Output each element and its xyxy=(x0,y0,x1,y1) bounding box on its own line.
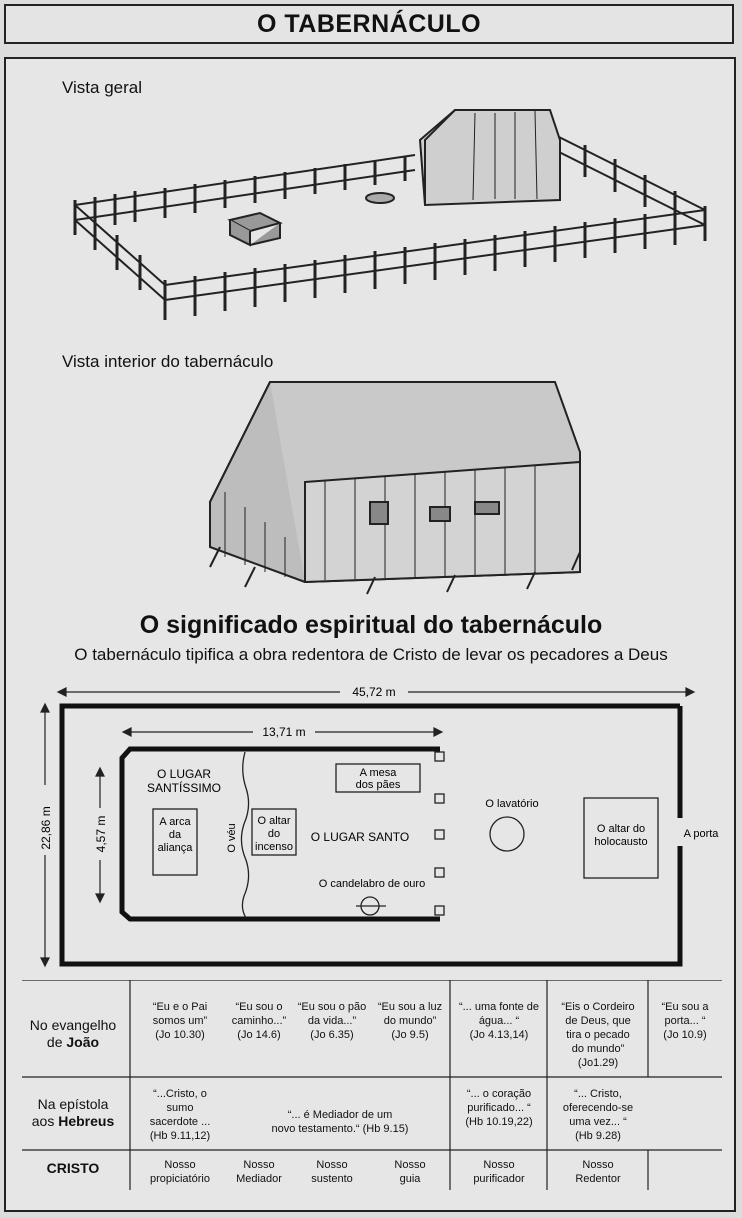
inner-height-label: 4,57 m xyxy=(94,816,108,853)
tent-pegs xyxy=(209,546,581,595)
altar-of-burnt-offering xyxy=(227,211,283,247)
ark-of-covenant xyxy=(152,808,198,876)
vista-geral-label: Vista geral xyxy=(62,78,143,97)
inner-width-label: 13,71 m xyxy=(262,725,305,739)
fence-posts xyxy=(73,145,707,320)
veil-line xyxy=(240,751,250,919)
santissimo-label-2: SANTÍSSIMO xyxy=(147,780,221,795)
holocausto-label-2: holocausto xyxy=(594,836,647,848)
altar-of-burnt-offering-plan xyxy=(583,797,659,879)
lugar-santo-label: O LUGAR SANTO xyxy=(311,830,409,844)
page-title: O TABERNÁCULO xyxy=(4,4,734,44)
width-dimension xyxy=(56,687,696,697)
courtyard-wall xyxy=(59,703,683,967)
tabernacle-outline xyxy=(119,746,440,922)
mesa-label-2: dos pães xyxy=(356,779,401,791)
row-label-hebreus: Na epístola aos Hebreus xyxy=(31,1096,115,1129)
incense-label-3: incenso xyxy=(255,841,293,853)
laver xyxy=(365,192,395,204)
incense-label-2: do xyxy=(268,828,280,840)
laver-symbol xyxy=(489,816,525,852)
width-label: 45,72 m xyxy=(352,685,395,699)
tabernacle-overview-illustration xyxy=(73,109,707,320)
ark-label-2: da xyxy=(169,829,182,841)
tabernacle-interior-illustration xyxy=(208,381,581,595)
significado-title: O significado espiritual do tabernáculo xyxy=(139,611,603,639)
candelabro-label: O candelabro de ouro xyxy=(319,878,425,890)
height-dimension xyxy=(40,702,50,968)
entrance-pillars xyxy=(434,751,445,916)
table-of-showbread xyxy=(335,763,421,793)
mesa-label-1: A mesa xyxy=(360,767,398,779)
ark-label-3: aliança xyxy=(158,842,194,854)
vista-interior-label: Vista interior do tabernáculo xyxy=(62,352,274,371)
holocausto-label-1: O altar do xyxy=(597,823,645,835)
lavatorio-label: O lavatório xyxy=(485,798,538,810)
santissimo-label-1: O LUGAR xyxy=(157,767,211,781)
significado-subtitle: O tabernáculo tipifica a obra redentora … xyxy=(74,645,668,664)
row-label-cristo: CRISTO xyxy=(46,1160,100,1176)
veil-label: O véu xyxy=(226,823,238,852)
tent-structure xyxy=(418,109,561,207)
altar-of-incense xyxy=(251,808,297,856)
incense-label-1: O altar xyxy=(257,815,290,827)
row-label-joao: No evangelho de João xyxy=(29,1017,117,1050)
height-label: 22,86 m xyxy=(39,806,53,849)
ark-label-1: A arca xyxy=(159,816,191,828)
porta-label: A porta xyxy=(684,828,720,840)
interior-furnishings xyxy=(369,501,500,525)
comparison-table-grid xyxy=(22,980,722,1190)
tabernacle-floor-plan: 45,72 m 22,86 m 13,71 m 4,57 m O véu O L… xyxy=(39,685,720,968)
